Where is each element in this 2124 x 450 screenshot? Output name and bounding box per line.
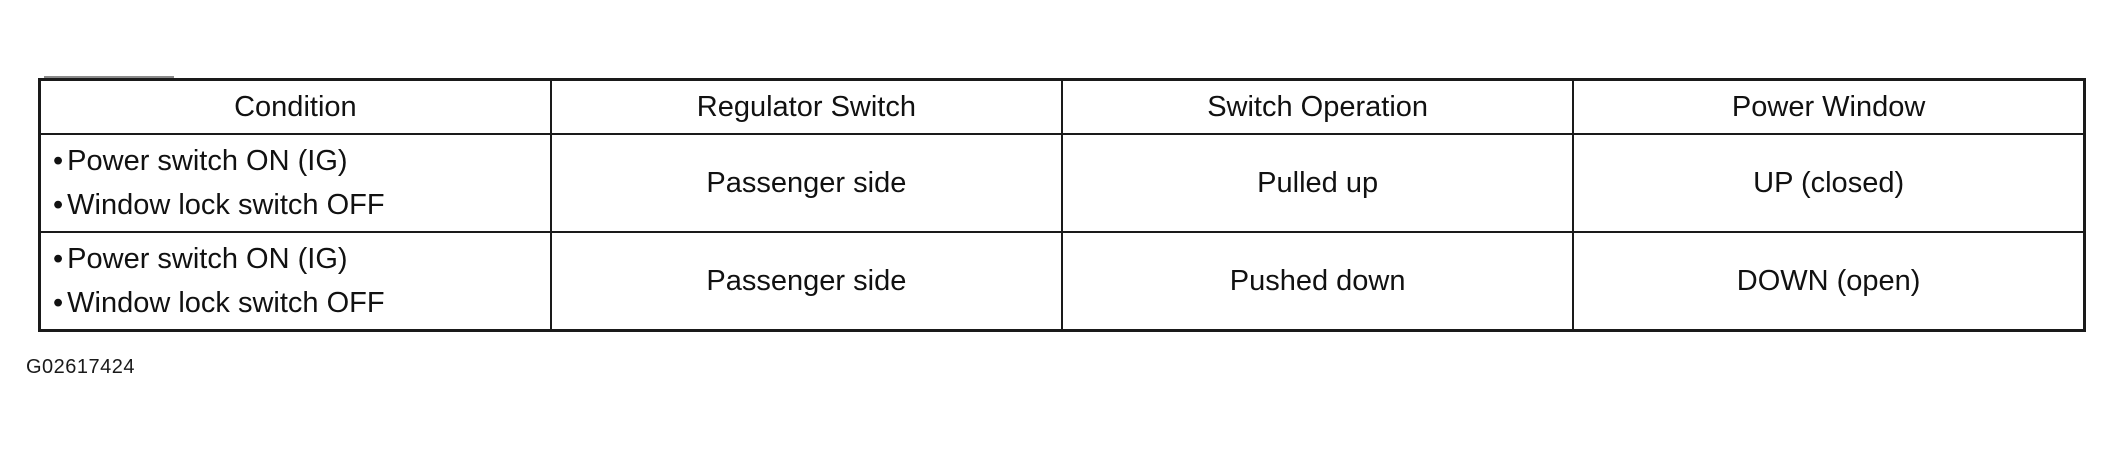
- condition-line: Power switch ON (IG): [53, 237, 540, 281]
- header-power-window: Power Window: [1572, 78, 2086, 135]
- power-window-cell: UP (closed): [1572, 133, 2086, 233]
- table-row: Power switch ON (IG) Window lock switch …: [38, 133, 2086, 233]
- header-regulator-switch: Regulator Switch: [549, 78, 1064, 135]
- header-switch-operation: Switch Operation: [1060, 78, 1575, 135]
- power-window-spec-table-wrapper: Condition Regulator Switch Switch Operat…: [38, 78, 2086, 332]
- condition-line: Window lock switch OFF: [53, 183, 540, 227]
- switch-operation-cell: Pulled up: [1060, 133, 1575, 233]
- table-header-row: Condition Regulator Switch Switch Operat…: [38, 78, 2086, 135]
- power-window-spec-table: Condition Regulator Switch Switch Operat…: [38, 78, 2086, 332]
- regulator-switch-cell: Passenger side: [549, 133, 1064, 233]
- condition-line: Window lock switch OFF: [53, 281, 540, 325]
- regulator-switch-cell: Passenger side: [549, 231, 1064, 332]
- header-condition: Condition: [38, 78, 552, 135]
- switch-operation-cell: Pushed down: [1060, 231, 1575, 332]
- condition-cell: Power switch ON (IG) Window lock switch …: [38, 231, 552, 332]
- figure-id-label: G02617424: [26, 356, 136, 378]
- power-window-cell: DOWN (open): [1572, 231, 2086, 332]
- condition-line: Power switch ON (IG): [53, 139, 540, 183]
- scan-artifact-line: [44, 76, 174, 78]
- table-row: Power switch ON (IG) Window lock switch …: [38, 231, 2086, 332]
- condition-cell: Power switch ON (IG) Window lock switch …: [38, 133, 552, 233]
